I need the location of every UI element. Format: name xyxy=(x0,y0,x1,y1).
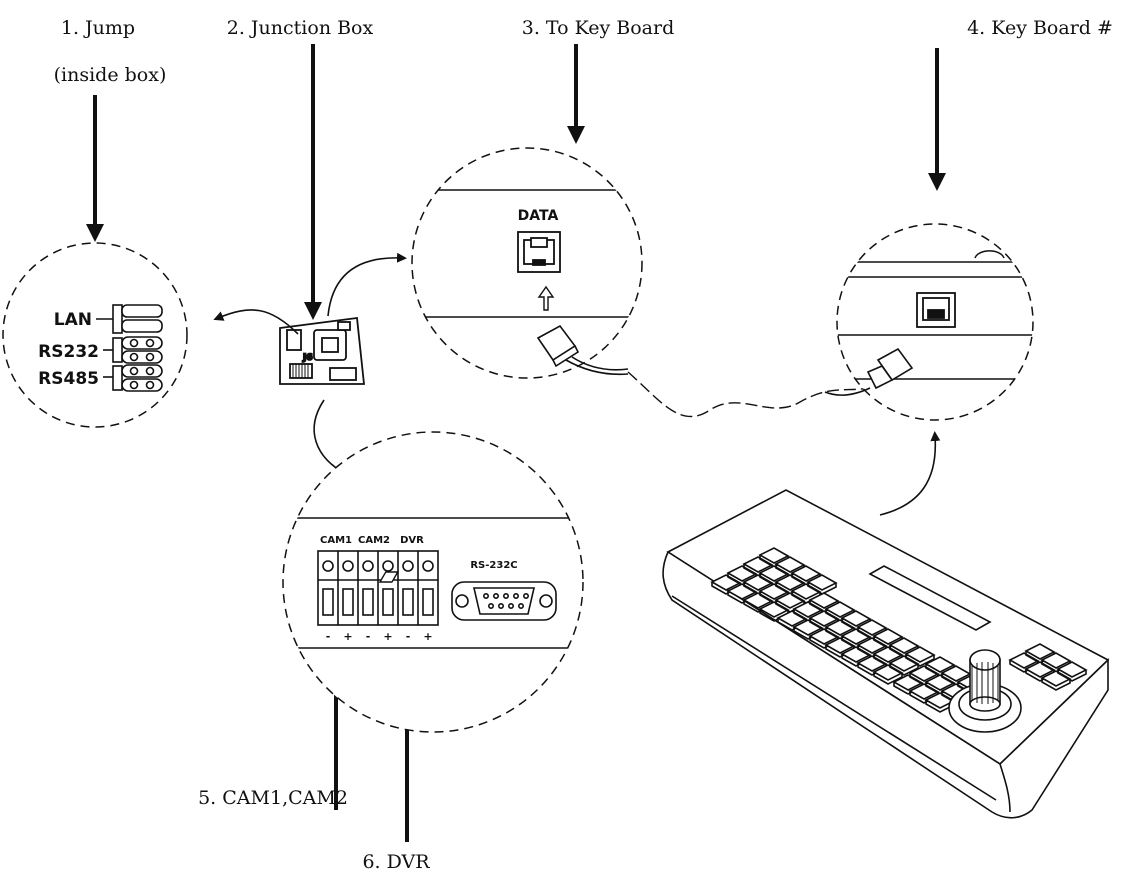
to-keyboard-arrowhead xyxy=(567,126,585,144)
keyboard-plug xyxy=(824,347,914,397)
jumper-rs232-bracket xyxy=(112,337,123,363)
polarity-2: + xyxy=(343,630,352,643)
terminal-dvr-label: DVR xyxy=(400,535,424,546)
jumper-rs232-label: RS232 xyxy=(38,342,99,362)
keyboard-front-edge xyxy=(662,550,1109,819)
jump-label: 1. Jump xyxy=(61,17,135,39)
junction-arrowhead xyxy=(304,302,322,320)
polarity-6: + xyxy=(423,630,432,643)
polarity-4: + xyxy=(383,630,392,643)
data-port-circle: DATA xyxy=(411,147,643,379)
keyboard-up-arrow xyxy=(879,431,941,516)
to-keyboard-label: 3. To Key Board xyxy=(522,17,675,39)
terminal-cam2-label: CAM2 xyxy=(358,535,390,546)
keyboard-key-grid xyxy=(710,547,1088,713)
junction-box-label: 2. Junction Box xyxy=(227,17,374,39)
jumper-lan-label: LAN xyxy=(54,310,92,330)
jumper-lan-pin-1 xyxy=(121,304,163,318)
joystick[interactable] xyxy=(948,649,1022,733)
jump-sublabel: (inside box) xyxy=(54,64,167,86)
svg-text:J6: J6 xyxy=(302,353,313,363)
polarity-3: - xyxy=(366,630,371,643)
data-plug xyxy=(536,324,629,376)
jumper-lan-pin-2 xyxy=(121,319,163,333)
to-data-port-arrow xyxy=(327,252,407,317)
connection-arrows xyxy=(213,252,941,516)
keyboard-display xyxy=(868,565,992,631)
jump-detail-circle: LAN RS232 RS485 xyxy=(2,242,188,428)
cable xyxy=(627,371,871,417)
junction-box-board: J6 xyxy=(279,316,366,385)
to-jump-arrow xyxy=(213,309,299,335)
rs232c-connector[interactable] xyxy=(451,581,557,621)
terminal-circle: CAM1 CAM2 DVR RS-232C - + - + xyxy=(282,431,584,733)
terminal-cam1-label: CAM1 xyxy=(320,535,352,546)
jump-arrowhead xyxy=(86,224,104,242)
polarity-5: - xyxy=(406,630,411,643)
dvr-label: 6. DVR xyxy=(362,851,430,873)
polarity-1: - xyxy=(326,630,331,643)
cam-label: 5. CAM1,CAM2 xyxy=(198,787,348,809)
keyboard-arrowhead xyxy=(928,173,946,191)
keyboard-left-keys xyxy=(378,571,400,583)
plug-in-arrow xyxy=(537,285,555,311)
jumper-rs485-label: RS485 xyxy=(38,369,99,389)
terminal-block xyxy=(317,550,439,626)
data-port-label: DATA xyxy=(518,208,559,224)
keyboard-label: 4. Key Board # xyxy=(967,17,1113,39)
jumper-rs485-bracket xyxy=(112,365,123,391)
jumper-lan-bracket xyxy=(112,304,123,334)
keyboard-port-circle xyxy=(824,223,1034,421)
terminal-rs232c-label: RS-232C xyxy=(470,560,517,571)
keyboard-controller xyxy=(378,489,1110,819)
